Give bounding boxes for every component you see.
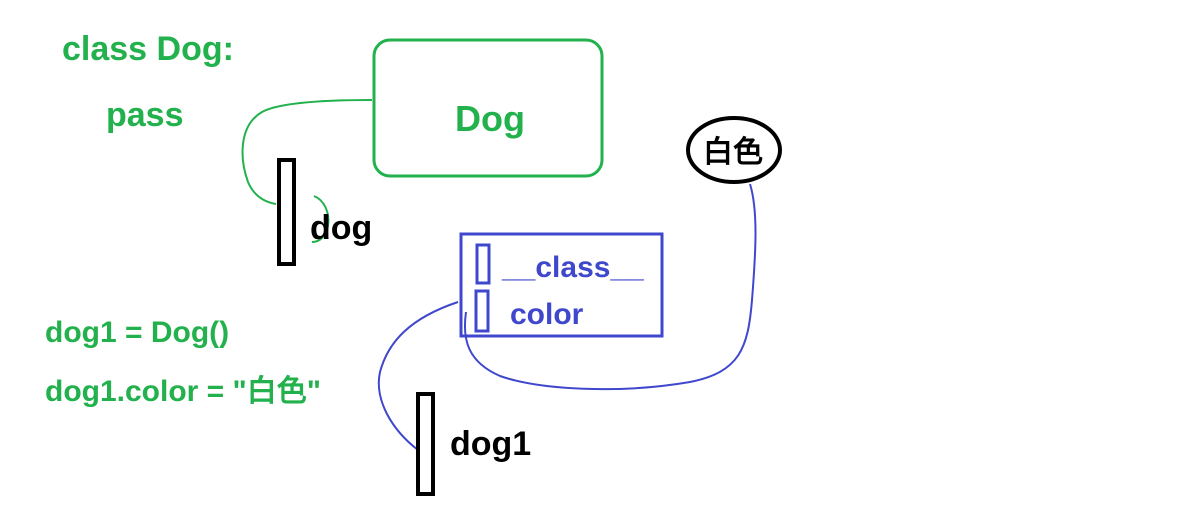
class-object-box	[372, 38, 604, 178]
code-pass: pass	[106, 96, 184, 134]
class-object-label: Dog	[455, 98, 525, 139]
color-value-reference	[463, 183, 757, 391]
instance-object-box	[459, 232, 664, 338]
dog-reference-arrow	[241, 99, 373, 205]
dog1-reference-arrow	[377, 301, 459, 451]
dog1-variable-slot	[416, 392, 435, 496]
class-attr-label: __class__	[501, 251, 644, 284]
class-attr-slot	[475, 243, 491, 285]
code-instantiate: dog1 = Dog()	[45, 316, 229, 349]
color-attr-slot	[474, 289, 490, 333]
code-class-def: class Dog:	[62, 30, 234, 68]
code-assign-color: dog1.color = "白色"	[45, 375, 321, 408]
dog-variable-label: dog	[310, 209, 372, 247]
dog1-variable-label: dog1	[450, 425, 531, 463]
dog-variable-slot	[277, 158, 296, 266]
value-node-label: 白色	[703, 136, 763, 169]
color-attr-label: color	[510, 298, 584, 331]
value-node	[686, 116, 782, 184]
dog-reference-mark	[311, 195, 330, 243]
